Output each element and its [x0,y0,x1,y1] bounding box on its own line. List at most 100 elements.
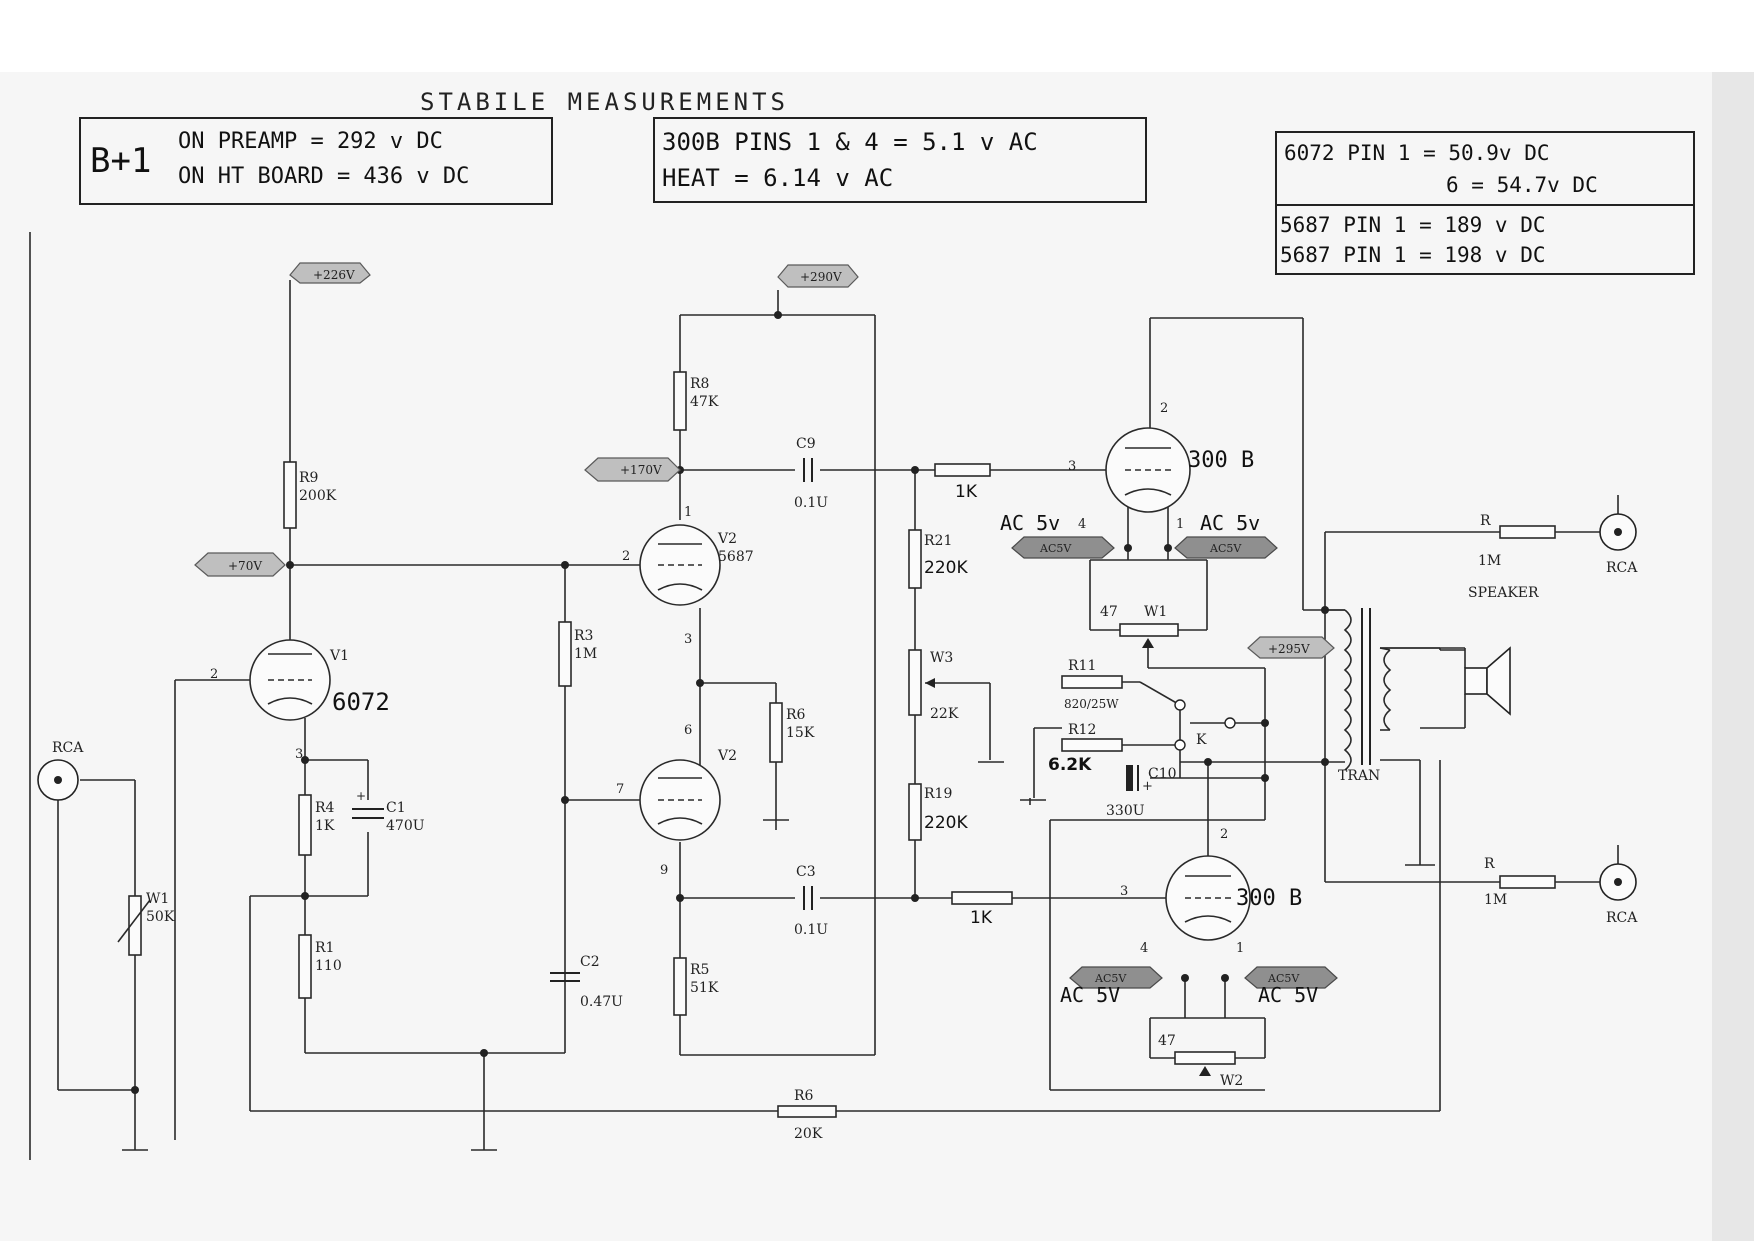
resistor-out-bottom: R 1M [1484,856,1556,908]
svg-text:47: 47 [1100,604,1118,620]
resistor-r6-15k: R6 15K [769,702,815,763]
svg-text:1: 1 [1176,517,1184,532]
svg-text:AC5V: AC5V [1094,972,1127,985]
tag-ac-bot-right: AC5V [1244,966,1338,989]
bplus-note-box: B+1 ON PREAMP = 292 v DC ON HT BOARD = 4… [79,117,553,205]
resistor-r5: R5 51K [673,957,719,1016]
svg-text:C1: C1 [386,800,406,816]
svg-text:20K: 20K [794,1126,823,1142]
svg-text:2: 2 [1220,827,1228,842]
tube-v1: V1 6072 2 3 [210,639,390,762]
svg-text:3: 3 [295,747,303,762]
tag-295v: +295V [1247,636,1335,659]
capacitor-c3: C3 0.1U [794,864,828,938]
tube-5687-pin1-b: 5687 PIN 1 = 198 v DC [1280,243,1546,267]
resistor-r3: R3 1M [558,621,597,687]
junction-dots [131,311,1329,1094]
rca-output-bottom: RCA [1599,863,1638,926]
bplus-label: B+1 [90,141,151,181]
svg-text:51K: 51K [690,980,719,996]
svg-text:7: 7 [616,782,624,797]
svg-text:R19: R19 [924,786,952,802]
svg-text:220K: 220K [924,558,968,578]
tag-290v: +290V [777,264,859,288]
svg-text:200K: 200K [299,488,337,504]
tube-measure-box: 6072 PIN 1 = 50.9v DC 6 = 54.7v DC 5687 … [1275,131,1695,275]
output-transformer: TRAN [1338,608,1392,784]
svg-text:RCA: RCA [52,740,84,756]
svg-text:6: 6 [684,723,692,738]
svg-text:820/25W: 820/25W [1064,697,1119,711]
tube-300b-upper: 300 B 2 3 4 1 AC 5v AC 5v [1000,401,1260,535]
svg-text:1: 1 [1236,941,1244,956]
svg-text:C9: C9 [796,436,816,452]
pot-w1-hum: 47 W1 [1100,604,1179,648]
svg-text:R6: R6 [794,1088,814,1104]
svg-text:AC5V: AC5V [1039,542,1072,555]
svg-text:V2: V2 [717,531,737,547]
svg-text:R12: R12 [1068,722,1096,738]
resistor-grid-bottom: 1K [951,891,1013,928]
switch-k: K [1174,699,1236,751]
svg-text:R21: R21 [924,533,952,549]
resistor-r8: R8 47K [673,371,719,431]
svg-text:1K: 1K [315,818,335,834]
svg-text:330U: 330U [1106,803,1145,819]
svg-text:0.1U: 0.1U [794,495,828,511]
svg-text:300 B: 300 B [1236,886,1302,911]
pot-w3: W3 22K [908,649,959,722]
pot-w1-input: W1 50K [117,891,175,956]
svg-text:2: 2 [622,549,630,564]
svg-text:47K: 47K [690,394,719,410]
svg-text:+226V: +226V [313,268,355,282]
resistor-r19: R19 220K [908,783,968,841]
heater-note-box: 300B PINS 1 & 4 = 5.1 v AC HEAT = 6.14 v… [653,117,1147,203]
svg-text:SPEAKER: SPEAKER [1468,585,1539,601]
heater-pins-line: 300B PINS 1 & 4 = 5.1 v AC [662,128,1038,156]
svg-text:V2: V2 [717,748,737,764]
resistor-r4: R4 1K [298,794,335,856]
tube-300b-lower: 300 B 2 3 4 1 AC 5V AC 5V [1060,827,1318,1007]
svg-text:1M: 1M [1478,553,1501,569]
svg-text:22K: 22K [930,706,959,722]
speaker: SPEAKER [1380,585,1539,728]
svg-text:R5: R5 [690,962,709,978]
svg-text:K: K [1196,732,1207,748]
svg-text:220K: 220K [924,813,968,833]
svg-text:TRAN: TRAN [1338,768,1380,784]
svg-text:AC 5V: AC 5V [1258,983,1318,1007]
svg-text:AC5V: AC5V [1267,972,1300,985]
svg-text:0.1U: 0.1U [794,922,828,938]
rca-output-top: RCA [1599,513,1638,576]
pot-w2-hum: 47 W2 [1158,1033,1243,1089]
svg-text:R11: R11 [1068,658,1096,674]
bplus-preamp-line: ON PREAMP = 292 v DC [178,129,443,154]
svg-text:3: 3 [1068,459,1076,474]
resistor-r1: R1 110 [298,934,342,999]
capacitor-c2: C2 0.47U [550,954,623,1010]
svg-text:47: 47 [1158,1033,1176,1049]
svg-text:RCA: RCA [1606,910,1638,926]
svg-text:110: 110 [315,958,342,974]
svg-text:+: + [1142,779,1153,794]
resistor-r6-20k: R6 20K [777,1088,837,1142]
resistor-r12: R12 6.2K [1048,722,1123,775]
svg-text:R8: R8 [690,376,709,392]
svg-text:3: 3 [684,632,692,647]
svg-text:+290V: +290V [800,270,842,284]
tag-ac-top-right: AC5V [1174,536,1278,559]
svg-text:1: 1 [684,505,692,520]
rca-input: RCA [37,740,84,801]
svg-text:V1: V1 [329,648,349,664]
svg-text:R3: R3 [574,628,593,644]
svg-text:R4: R4 [315,800,335,816]
svg-text:R6: R6 [786,707,806,723]
tag-170v: +170V [584,457,681,482]
svg-text:5687: 5687 [718,549,754,565]
svg-text:0.47U: 0.47U [580,994,623,1010]
scanner-edge [1712,72,1754,1241]
svg-text:AC 5v: AC 5v [1000,511,1060,535]
svg-text:2: 2 [1160,401,1168,416]
svg-text:R1: R1 [315,940,334,956]
